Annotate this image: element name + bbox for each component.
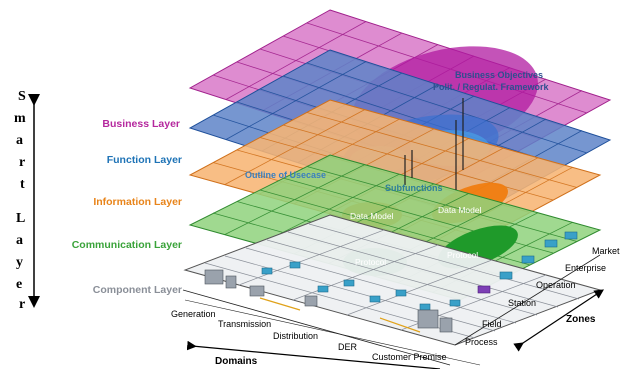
business-objectives-label: Business Objectives <box>455 70 543 80</box>
protocol-label-1: Protocol <box>355 257 386 267</box>
communication-layer-label: Communication Layer <box>72 239 182 251</box>
domain-distribution: Distribution <box>273 331 318 341</box>
component-plane <box>183 214 602 346</box>
domain-customer-premise: Customer Premise <box>372 352 447 362</box>
layer-letter-3: y <box>16 255 23 270</box>
layer-letter-1: L <box>16 211 25 226</box>
component-layer-label: Component Layer <box>93 284 182 296</box>
subfunctions-label: Subfunctions <box>385 183 443 193</box>
domain-generation: Generation <box>171 309 216 319</box>
framework-label: Polit. / Regulat. Framework <box>433 82 550 92</box>
usecase-label: Outline of Usecase <box>245 170 326 180</box>
data-model-label-2: Data Model <box>438 205 482 215</box>
zone-operation: Operation <box>536 280 576 290</box>
domains-title: Domains <box>215 356 258 367</box>
zone-process: Process <box>465 337 498 347</box>
zone-field: Field <box>482 319 502 329</box>
layer-planes <box>183 9 612 346</box>
zone-enterprise: Enterprise <box>565 263 606 273</box>
smart-letter-1: S <box>18 89 26 104</box>
protocol-label-2: Protocol <box>447 250 478 260</box>
function-layer-label: Function Layer <box>107 154 182 166</box>
smart-letter-5: t <box>20 177 25 192</box>
domain-der: DER <box>338 342 358 352</box>
plane-annotations: Business Objectives Polit. / Regulat. Fr… <box>245 70 550 267</box>
layer-letter-2: a <box>16 233 23 248</box>
layer-letter-5: r <box>19 297 25 312</box>
data-model-label-1: Data Model <box>350 211 394 221</box>
zone-market: Market <box>592 246 620 256</box>
business-layer-label: Business Layer <box>102 118 180 130</box>
layer-letter-4: e <box>16 277 22 292</box>
domain-transmission: Transmission <box>218 319 271 329</box>
domains-axis: Generation Transmission Distribution DER… <box>171 289 481 370</box>
smart-letter-4: r <box>19 155 25 170</box>
smart-layer-axis: S m a r t L a y e r <box>14 89 40 312</box>
zones-title: Zones <box>566 314 596 325</box>
zones-axis: Process Field Station Operation Enterpri… <box>454 246 620 352</box>
smart-letter-3: a <box>16 133 23 148</box>
smart-letter-2: m <box>14 111 26 126</box>
information-layer-label: Information Layer <box>93 196 182 208</box>
connector-lines <box>404 98 464 190</box>
layer-labels: Business Layer Function Layer Informatio… <box>72 118 182 296</box>
zone-station: Station <box>508 298 536 308</box>
